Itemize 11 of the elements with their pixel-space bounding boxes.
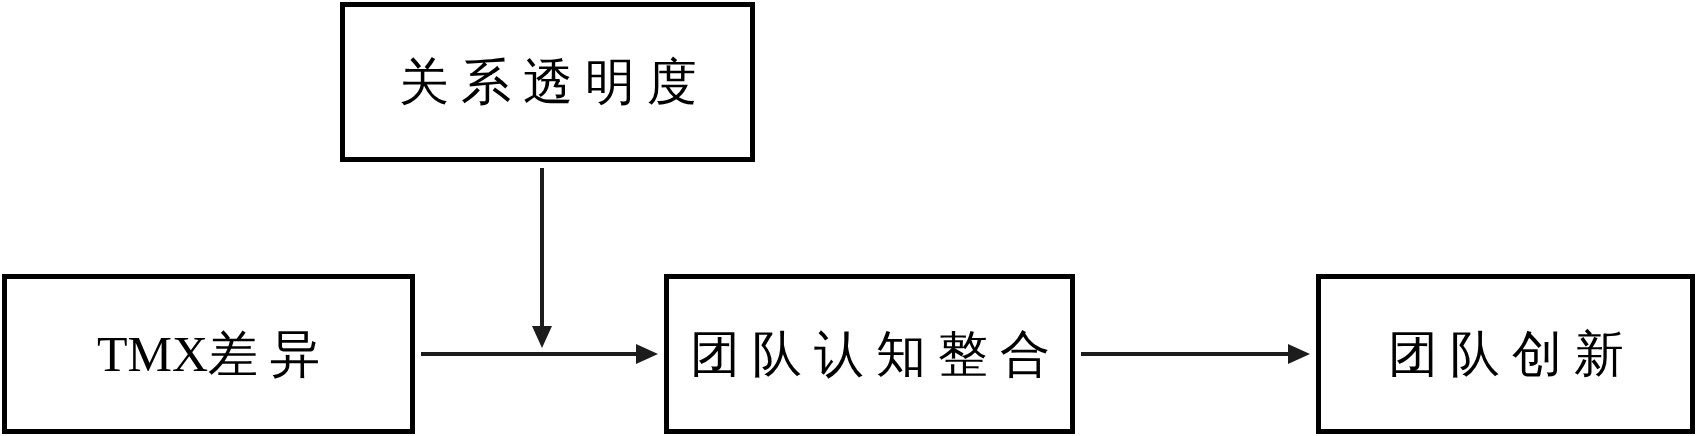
variable-label: 团队创新 xyxy=(1387,326,1624,382)
process-box xyxy=(664,274,1075,434)
process-box xyxy=(1316,274,1695,434)
arrow xyxy=(532,168,552,348)
variable-label: 关系透明度 xyxy=(398,54,697,110)
variable-label: 团队认知整合 xyxy=(689,326,1050,382)
process-box xyxy=(2,274,415,434)
process-box xyxy=(340,2,755,162)
variable-label: TMX差异 xyxy=(96,326,321,382)
arrow xyxy=(421,344,658,364)
arrow xyxy=(1081,344,1310,364)
